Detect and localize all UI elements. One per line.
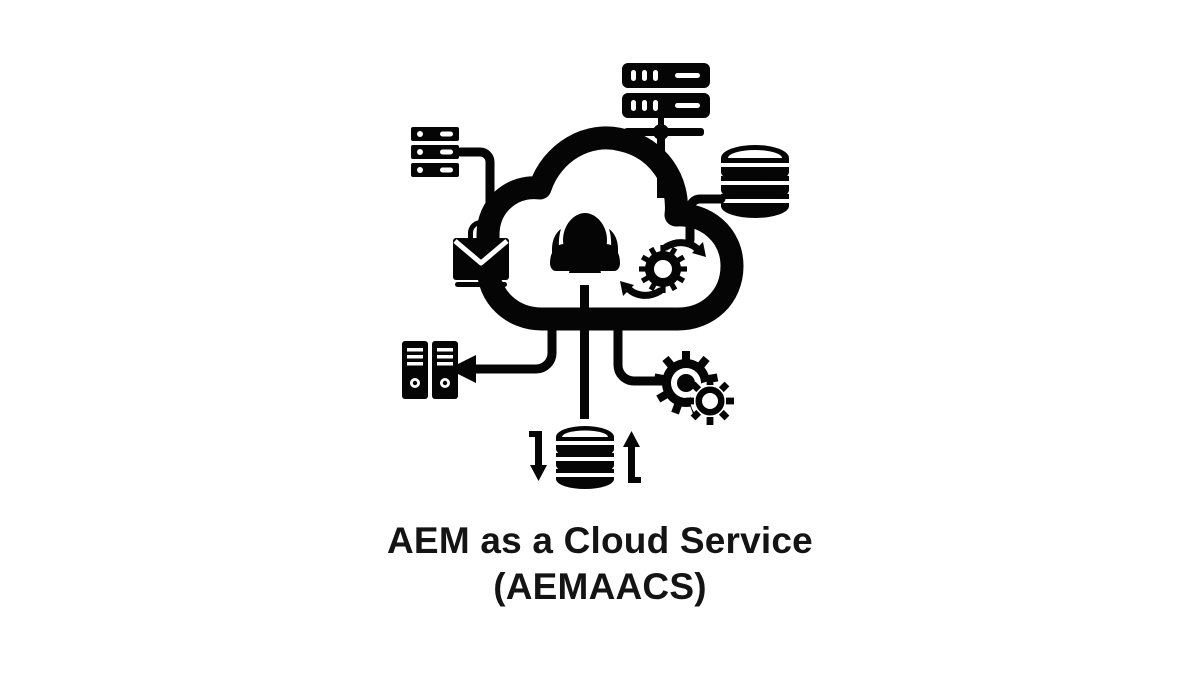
server-rack-icon: [411, 127, 459, 177]
arrow-left-connector: [474, 319, 557, 374]
cloud-architecture-illustration: [370, 35, 800, 495]
briefcase-envelope-icon: [453, 220, 509, 287]
database-icon: [721, 145, 789, 218]
page-title-line-1: AEM as a Cloud Service: [387, 520, 813, 561]
vertical-stem-connector: [580, 285, 589, 419]
cloud-shape: [476, 126, 744, 331]
arrow-down-icon: [529, 431, 547, 481]
double-gear-icon: [653, 351, 734, 425]
gear-sync-arrows-icon: [620, 239, 706, 299]
lotus-logo-icon: [550, 213, 620, 273]
arrow-up-icon: [623, 431, 641, 483]
elbow-connector-top-left: [455, 147, 495, 208]
page-title: AEM as a Cloud Service (AEMAACS): [0, 518, 1200, 610]
computer-towers-icon: [402, 341, 458, 399]
page-title-line-2: (AEMAACS): [493, 566, 707, 607]
elbow-connector-bottom-right: [613, 319, 670, 386]
database-updown-arrows-icon: [529, 426, 641, 489]
server-stack-icon: [622, 63, 710, 118]
